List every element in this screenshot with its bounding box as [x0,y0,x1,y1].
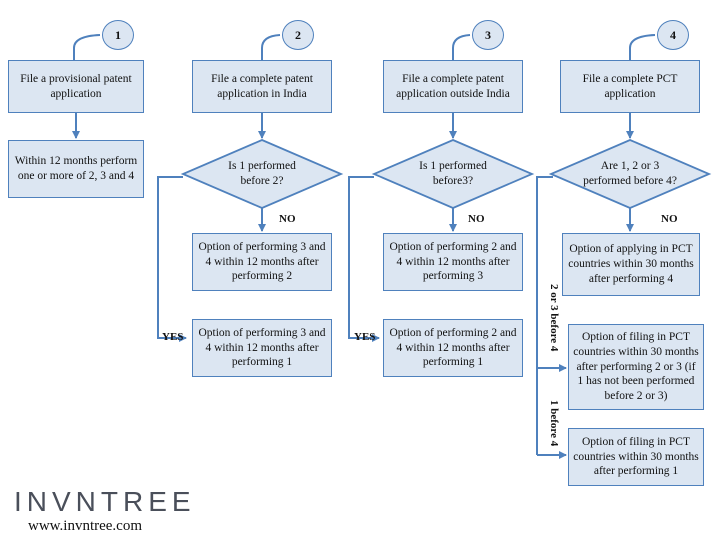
yes-label-2: YES [162,331,183,343]
decision-text-2: Is 1 performed before 2? [216,150,308,198]
step-4-box: File a complete PCT application [560,60,700,113]
step-4-branch-b-box: Option of filing in PCT countries within… [568,428,704,486]
yes-label-3: YES [354,331,375,343]
step-4-no-option-box: Option of applying in PCT countries with… [562,233,700,296]
no-label-2: NO [279,213,296,225]
step-number-3: 3 [472,20,504,50]
step-number-2: 2 [282,20,314,50]
step-number-1: 1 [102,20,134,50]
hook-arc-1 [74,35,100,60]
decision-text-3: Is 1 performed before3? [407,150,499,198]
step-1-box: File a provisional patent application [8,60,144,113]
step-number-4: 4 [657,20,689,50]
step-3-yes-option-box: Option of performing 2 and 4 within 12 m… [383,319,523,377]
step-2-box: File a complete patent application in In… [192,60,332,113]
invntree-logo: INVNTREE [14,486,196,518]
decision-text-4: Are 1, 2 or 3 performed before 4? [582,150,678,198]
hook-arc-2 [262,35,280,60]
step-1-note-box: Within 12 months perform one or more of … [8,140,144,198]
hook-arc-3 [453,35,470,60]
step-2-no-option-box: Option of performing 3 and 4 within 12 m… [192,233,332,291]
arrow-3-yes [349,177,379,338]
no-label-3: NO [468,213,485,225]
arrow-2-yes [158,177,186,338]
branch-a-label: 2 or 3 before 4 [548,284,560,351]
step-4-branch-a-box: Option of filing in PCT countries within… [568,324,704,410]
step-3-box: File a complete patent application outsi… [383,60,523,113]
step-3-no-option-box: Option of performing 2 and 4 within 12 m… [383,233,523,291]
hook-arc-4 [630,35,655,60]
step-2-yes-option-box: Option of performing 3 and 4 within 12 m… [192,319,332,377]
no-label-4: NO [661,213,678,225]
branch-b-label: 1 before 4 [548,400,560,446]
website-url[interactable]: www.invntree.com [28,518,142,535]
